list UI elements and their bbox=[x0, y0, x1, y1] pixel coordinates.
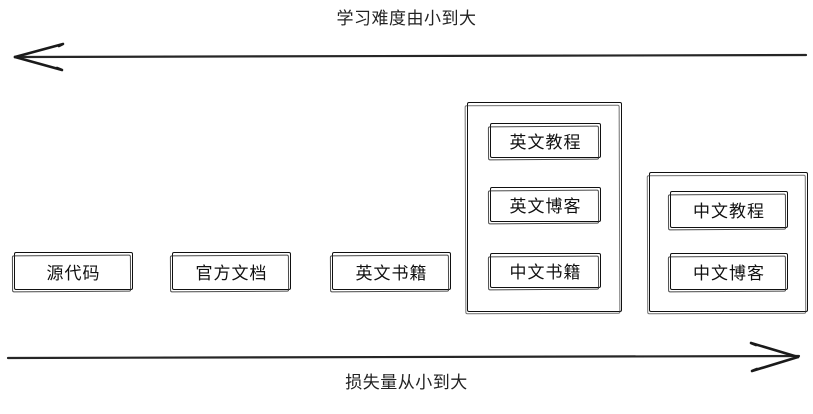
node-chinese-tutorial[interactable]: 中文教程 bbox=[670, 191, 788, 228]
node-chinese-books[interactable]: 中文书籍 bbox=[490, 253, 601, 288]
node-english-tutorial[interactable]: 英文教程 bbox=[490, 123, 601, 158]
node-source-code[interactable]: 源代码 bbox=[14, 252, 133, 290]
top-axis-label: 学习难度由小到大 bbox=[336, 9, 477, 29]
node-official-docs[interactable]: 官方文档 bbox=[172, 252, 291, 290]
bottom-axis-label: 损失量从小到大 bbox=[345, 373, 468, 393]
node-english-books[interactable]: 英文书籍 bbox=[332, 252, 451, 290]
bottom-axis-arrow bbox=[6, 341, 801, 373]
group-right-container: 中文教程 中文博客 bbox=[649, 172, 808, 312]
top-axis-arrow bbox=[13, 42, 808, 72]
node-chinese-blog[interactable]: 中文博客 bbox=[670, 253, 788, 290]
group-middle-container: 英文教程 英文博客 中文书籍 bbox=[467, 102, 622, 312]
node-english-blog[interactable]: 英文博客 bbox=[490, 187, 601, 222]
